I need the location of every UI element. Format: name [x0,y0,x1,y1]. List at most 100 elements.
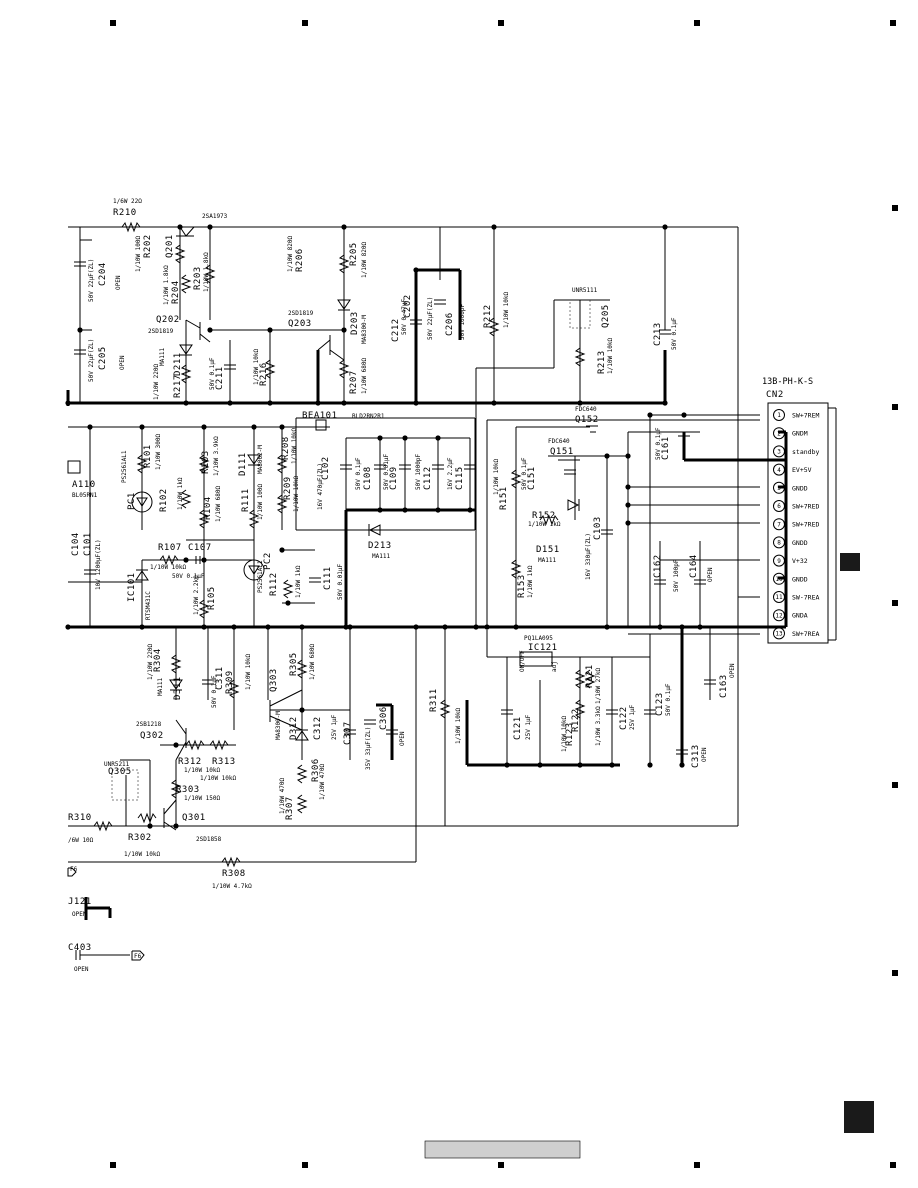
label-c102: C102 [321,456,331,480]
diode-glyphs [135,299,580,741]
label-j121o: OPEN [72,911,87,918]
label-c161: C161 [661,436,671,460]
capacitor-glyphs [74,261,716,960]
label-c312v: 25V 1µF [331,714,338,740]
label-ma8300b: MA8300-M [275,711,282,740]
label-r207: R207 [349,370,359,394]
label-r112: R112 [269,572,279,596]
label-r310v: /6W 10Ω [68,837,94,844]
wire-junction [491,224,497,230]
label-c102v: 16V 470µF(ZL) [317,463,324,510]
label-r212: R212 [483,304,493,328]
label-r103: R103 [201,450,211,474]
wire-junction [662,400,668,406]
wire-junction [513,624,519,630]
label-c206: C206 [445,312,455,336]
wire-junction [679,762,685,768]
label-c112: C112 [423,466,433,490]
section-tab [840,553,860,571]
label-ma8062: MA8062-M [257,445,264,474]
label-r307v: 1/10W 470Ω [279,777,286,814]
label-r312v: 1/10W 10kΩ [184,767,221,774]
cn2-pin-6 [773,500,785,512]
wire-junction [442,624,448,630]
label-r309v: 1/10W 10kΩ [245,653,252,690]
wire-junction [435,435,441,441]
label-c122v: 25V 1µF [629,704,636,730]
label-c307: C307 [343,721,353,745]
label-r210v: 1/6W 22Ω [113,198,142,205]
label-ma111c: MA111 [372,553,390,560]
label-c104: C104 [71,532,81,556]
junction-dots [65,224,703,829]
label-r151: R151 [499,486,509,510]
wire-junction [697,624,703,630]
label-r107: R107 [158,543,182,553]
label-r213v: 1/10W 10kΩ [607,337,614,374]
label-r206v: 1/10W 820Ω [287,235,294,272]
resistor-glyphs [93,221,596,868]
label-r310: R310 [68,813,92,823]
label-r121v: 1/10W 27kΩ [595,667,602,704]
label-c101: C101 [83,532,93,556]
label-c162: C162 [653,554,663,578]
wire-junction [537,762,543,768]
wire-junction [77,327,83,333]
label-ma111d: MA111 [157,678,164,696]
label-d151: D151 [536,545,560,555]
wire-junction [183,557,189,563]
cn2-pin-signal: V+32 [792,557,808,565]
label-c403o: OPEN [74,966,89,973]
wire-junction [625,502,631,508]
label-c112v: 50V 1000pF [415,453,422,490]
label-r111: R111 [241,488,251,512]
label-r302v: 1/10W 10kΩ [124,851,161,858]
label-c204: C204 [98,262,108,286]
wire-junction [577,762,583,768]
label-d211: D211 [173,352,183,376]
label-q201: Q201 [165,234,175,258]
cn2-pin-number: 10 [775,576,783,583]
label-r303: R303 [176,785,200,795]
label-r123: R123 [565,722,575,746]
label-c123v: 50V 0.1µF [665,683,672,716]
wire-junction [183,400,189,406]
label-r202v: 1/10W 100Ω [135,235,142,272]
page-tab [844,1101,874,1133]
label-c212: C212 [391,318,401,342]
cn2-pin-13 [773,627,785,640]
wire-junction [251,424,257,430]
label-ic121: IC121 [528,643,558,653]
cn2-pin-2 [773,427,785,440]
wire-junction [402,435,408,441]
wire-junction [227,400,233,406]
label-c111: C111 [323,566,333,590]
label-c211v: 50V 0.1µF [209,357,216,390]
label-f6b: F6 [134,953,142,960]
wire-junction [679,624,685,630]
label-c213v: 50V 0.1µF [671,317,678,350]
cn2-pin-number: 3 [777,449,781,456]
label-c161v: 50V 0.1µF [655,427,662,460]
wire-junction [604,624,610,630]
label-r313: R313 [212,757,236,767]
label-fdc640: FDC640 [575,406,597,413]
wire-junction [299,707,305,713]
wire-junction [343,624,349,630]
wire-junction [139,624,145,630]
connector-ref-label: CN2 [766,390,784,400]
wire-junction [315,400,321,406]
label-r303v: 1/10W 150Ω [184,795,221,802]
wire-junction [207,327,213,333]
signal-wires [68,226,760,956]
label-q152: Q152 [575,415,599,425]
wire-junction [647,762,653,768]
wire-junction [577,400,583,406]
label-c115v: 16V 2.2µF [447,457,454,490]
wire-junction [341,400,347,406]
label-c108v: 50V 0.1µF [355,457,362,490]
label-r302: R302 [128,833,152,843]
optocoupler-glyphs [131,491,265,581]
